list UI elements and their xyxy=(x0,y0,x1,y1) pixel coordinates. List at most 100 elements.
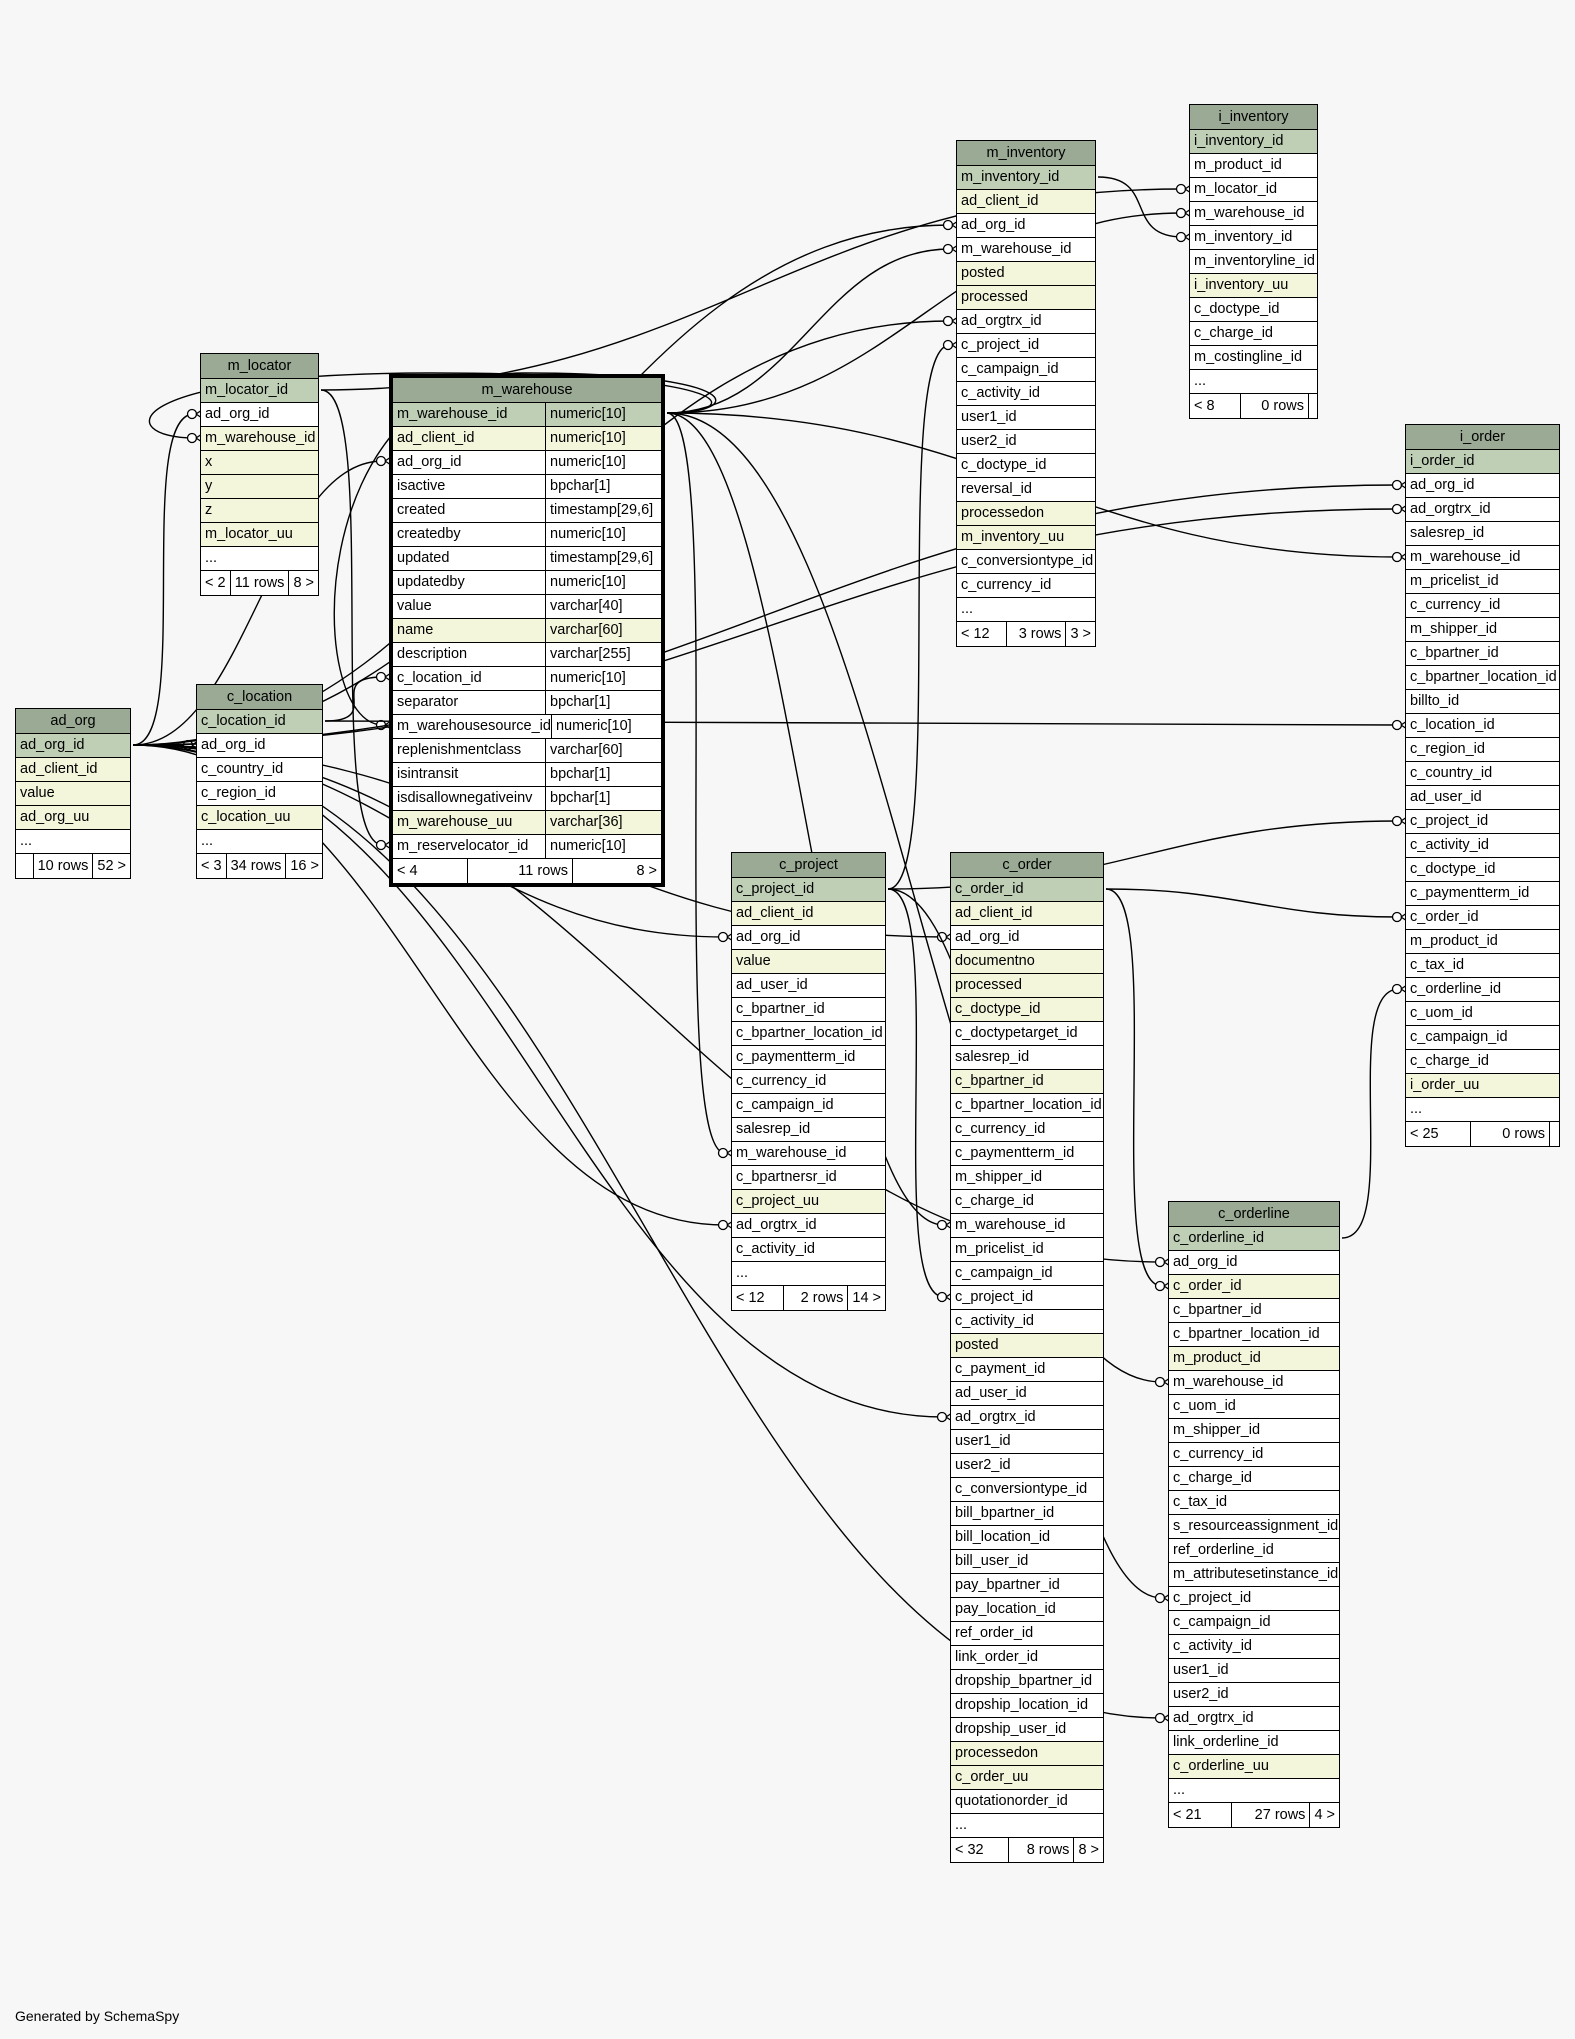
column-row[interactable]: reversal_id xyxy=(957,478,1095,502)
column-row[interactable]: c_currency_id xyxy=(1406,594,1559,618)
column-row[interactable]: m_locator_id xyxy=(1190,178,1317,202)
column-row[interactable]: m_costingline_id xyxy=(1190,346,1317,370)
column-row[interactable]: ad_org_id xyxy=(732,926,885,950)
column-row[interactable]: c_bpartner_location_id xyxy=(732,1022,885,1046)
column-row[interactable]: x xyxy=(201,451,318,475)
column-row[interactable]: ad_org_id xyxy=(951,926,1103,950)
column-row[interactable]: c_charge_id xyxy=(951,1190,1103,1214)
column-row[interactable]: c_project_uu xyxy=(732,1190,885,1214)
column-row[interactable]: c_location_id xyxy=(197,710,322,734)
column-row[interactable]: i_order_uu xyxy=(1406,1074,1559,1098)
children-count[interactable]: 3 > xyxy=(1070,626,1091,642)
parents-count[interactable]: < 12 xyxy=(732,1286,785,1310)
column-row[interactable]: ad_orgtrx_id xyxy=(1406,498,1559,522)
column-row[interactable]: c_bpartner_location_id xyxy=(1169,1323,1339,1347)
column-row[interactable]: value xyxy=(16,782,130,806)
column-row[interactable]: ad_org_id xyxy=(201,403,318,427)
column-row[interactable]: ad_client_id xyxy=(957,190,1095,214)
column-row[interactable]: ad_user_id xyxy=(951,1382,1103,1406)
column-row[interactable]: dropship_bpartner_id xyxy=(951,1670,1103,1694)
column-row[interactable]: c_orderline_uu xyxy=(1169,1755,1339,1779)
children-count[interactable]: 52 > xyxy=(97,858,126,874)
children-count[interactable]: 16 > xyxy=(290,858,319,874)
column-row[interactable]: ad_org_id xyxy=(957,214,1095,238)
column-row[interactable]: ad_org_id xyxy=(197,734,322,758)
column-row[interactable]: m_shipper_id xyxy=(1169,1419,1339,1443)
column-row[interactable]: c_orderline_id xyxy=(1406,978,1559,1002)
column-row[interactable]: posted xyxy=(951,1334,1103,1358)
column-row[interactable]: ... xyxy=(201,547,318,571)
column-row[interactable]: m_pricelist_id xyxy=(951,1238,1103,1262)
column-row[interactable]: pay_bpartner_id xyxy=(951,1574,1103,1598)
row-count[interactable]: 11 rows xyxy=(231,571,290,595)
parents-count[interactable] xyxy=(16,854,34,878)
column-row[interactable]: m_warehouse_id xyxy=(201,427,318,451)
column-row[interactable]: c_orderline_id xyxy=(1169,1227,1339,1251)
column-row[interactable]: c_payment_id xyxy=(951,1358,1103,1382)
row-count[interactable]: 34 rows xyxy=(227,854,287,878)
parents-count[interactable]: < 8 xyxy=(1190,394,1241,418)
table-title[interactable]: m_inventory xyxy=(957,141,1095,166)
column-row[interactable]: c_location_uu xyxy=(197,806,322,830)
column-row[interactable]: c_activity_id xyxy=(732,1238,885,1262)
row-count[interactable]: 0 rows xyxy=(1471,1122,1550,1146)
column-row[interactable]: processedon xyxy=(951,1742,1103,1766)
column-row[interactable]: quotationorder_id xyxy=(951,1790,1103,1814)
column-row[interactable]: c_bpartner_id xyxy=(732,998,885,1022)
column-row[interactable]: i_inventory_id xyxy=(1190,130,1317,154)
column-row[interactable]: c_paymentterm_id xyxy=(951,1142,1103,1166)
column-row[interactable]: ad_client_id xyxy=(16,758,130,782)
table-title[interactable]: c_location xyxy=(197,685,322,710)
column-row[interactable]: c_charge_id xyxy=(1190,322,1317,346)
column-row[interactable]: salesrep_id xyxy=(1406,522,1559,546)
column-row[interactable]: s_resourceassignment_id xyxy=(1169,1515,1339,1539)
parents-count[interactable]: < 4 xyxy=(393,859,468,883)
column-row[interactable]: c_currency_id xyxy=(1169,1443,1339,1467)
column-row[interactable]: c_project_id xyxy=(1169,1587,1339,1611)
children-count[interactable]: 4 > xyxy=(1314,1807,1335,1823)
row-count[interactable]: 2 rows xyxy=(784,1286,849,1310)
column-row[interactable]: c_currency_id xyxy=(732,1070,885,1094)
column-row[interactable]: c_conversiontype_id xyxy=(951,1478,1103,1502)
row-count[interactable]: 8 rows xyxy=(1009,1838,1075,1862)
column-row[interactable]: ad_user_id xyxy=(732,974,885,998)
column-row[interactable]: dropship_user_id xyxy=(951,1718,1103,1742)
children-count[interactable] xyxy=(1550,1122,1559,1146)
column-row[interactable]: i_inventory_uu xyxy=(1190,274,1317,298)
column-row[interactable]: c_country_id xyxy=(197,758,322,782)
table-title[interactable]: i_inventory xyxy=(1190,105,1317,130)
column-row[interactable]: m_locator_uu xyxy=(201,523,318,547)
column-row[interactable]: c_doctypetarget_id xyxy=(951,1022,1103,1046)
column-row[interactable]: c_bpartner_id xyxy=(1169,1299,1339,1323)
column-row[interactable]: ... xyxy=(1190,370,1317,394)
column-row[interactable]: c_paymentterm_id xyxy=(1406,882,1559,906)
parents-count[interactable]: < 21 xyxy=(1169,1803,1232,1827)
column-row[interactable]: c_doctype_id xyxy=(951,998,1103,1022)
column-row[interactable]: bill_user_id xyxy=(951,1550,1103,1574)
column-row[interactable]: processed xyxy=(951,974,1103,998)
table-title[interactable]: m_warehouse xyxy=(393,378,661,403)
column-row[interactable]: c_bpartner_location_id xyxy=(1406,666,1559,690)
column-row[interactable]: m_product_id xyxy=(1190,154,1317,178)
column-row[interactable]: c_region_id xyxy=(1406,738,1559,762)
column-row[interactable]: c_charge_id xyxy=(1406,1050,1559,1074)
column-row[interactable]: c_bpartnersr_id xyxy=(732,1166,885,1190)
column-row[interactable]: m_inventory_id xyxy=(1190,226,1317,250)
column-row[interactable]: ... xyxy=(957,598,1095,622)
children-count[interactable]: 14 > xyxy=(852,1290,881,1306)
column-row[interactable]: m_inventory_uu xyxy=(957,526,1095,550)
